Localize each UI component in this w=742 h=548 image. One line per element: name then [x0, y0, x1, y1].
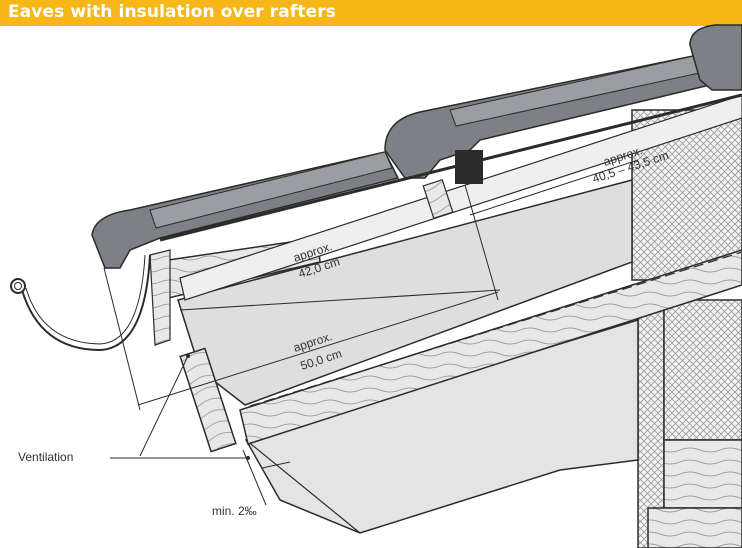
gutter-arc: [21, 254, 151, 352]
tile-upper: [689, 24, 742, 91]
rafter: [239, 249, 742, 445]
min-slope-label: min. 2‰: [212, 504, 257, 518]
tile-lower-face: [149, 151, 393, 229]
gutter: [10, 254, 151, 352]
tile-clip: [455, 150, 483, 184]
masonry-wall: [631, 109, 742, 548]
tile-underlay: [159, 93, 742, 242]
soffit-board: [244, 318, 639, 534]
ventilation-leader: [110, 354, 250, 460]
batten-1: [422, 178, 454, 220]
counter-batten: [179, 94, 742, 301]
soffit-assembly: [244, 318, 639, 534]
wall-lower-block: [647, 507, 742, 548]
wall-plate: [663, 439, 742, 509]
eaves-vent-strip: [149, 249, 171, 346]
title-bar: Eaves with insulation over rafters: [0, 0, 742, 26]
roof-tiles: [91, 24, 742, 269]
gutter-bead: [10, 278, 26, 294]
wall-insulation: [663, 299, 742, 441]
dimension-lines: [103, 159, 639, 506]
diagram-title: Eaves with insulation over rafters: [8, 2, 336, 22]
gutter-arc-inner: [25, 254, 146, 345]
fascia-board: [179, 347, 237, 453]
ventilation-label: Ventilation: [18, 450, 73, 464]
membrane-line: [249, 251, 742, 407]
gutter-bead-inner: [14, 282, 22, 290]
